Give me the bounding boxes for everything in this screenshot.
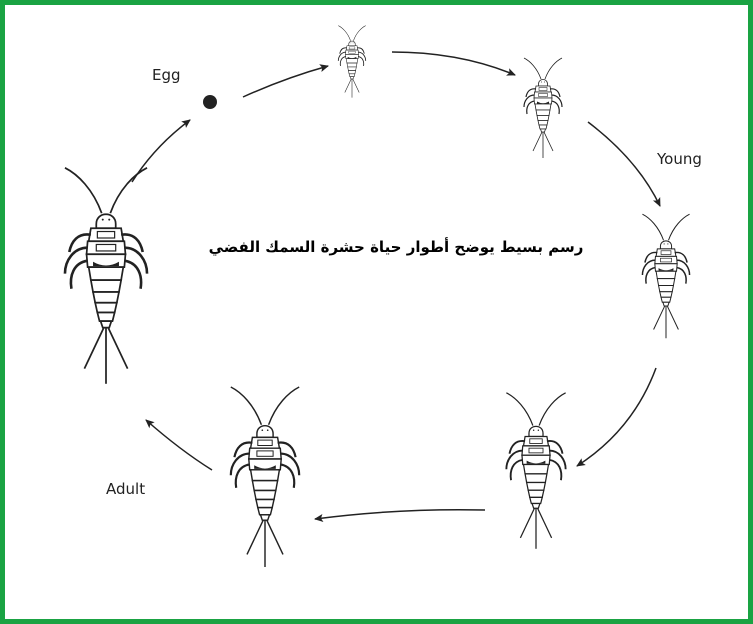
label-young: Young [657,150,702,168]
silverfish-stage-hatchling [338,26,365,98]
egg-dot [203,95,217,109]
silverfish-stage-adult [65,168,147,384]
silverfish-stage-young-3 [506,393,565,549]
arrow-young-2-to-young-3 [577,368,656,466]
silverfish-stage-young-1 [524,58,562,158]
diagram-caption: رسم بسيط يوضح أطوار حياة حشرة السمك الفض… [170,238,622,256]
label-adult: Adult [106,480,145,498]
silverfish-stage-young-2 [642,214,689,338]
arrow-young-4-to-adult [146,420,212,470]
arrow-young-3-to-young-4 [315,510,485,519]
label-egg: Egg [152,66,181,84]
silverfish-stage-young-4 [231,387,299,567]
arrow-young-to-young-2 [588,122,660,206]
arrow-adult-to-egg [132,120,190,182]
arrow-hatchling-to-young [392,52,515,75]
arrow-egg-to-hatchling [243,66,328,97]
